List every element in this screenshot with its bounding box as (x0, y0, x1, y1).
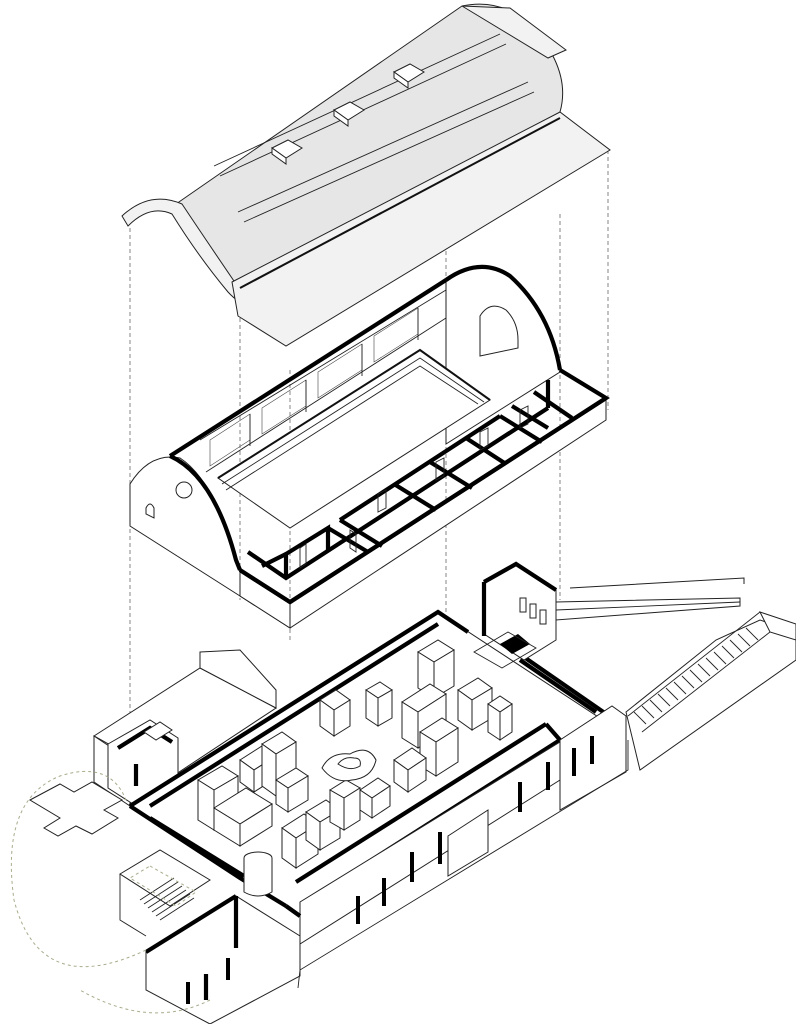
vaulted-roof (121, 3, 611, 347)
entrance-stair-dark (500, 634, 530, 654)
main-hall-front-wall (294, 722, 548, 884)
upper-back-wall (168, 278, 448, 458)
stair-treads (633, 627, 759, 725)
arched-door (479, 305, 519, 357)
curved-garden-path (10, 770, 211, 1014)
exhibit-block (419, 717, 459, 777)
exhibit-block (275, 767, 309, 813)
cylinder-column (243, 851, 273, 897)
cross-shaped-terrace (28, 781, 123, 837)
access-bridge (555, 577, 745, 621)
ground-floor (93, 561, 629, 1024)
exhibit-block (365, 681, 393, 727)
wide-front-opening (447, 809, 489, 877)
main-hall-back-wall (128, 609, 470, 808)
exhibit-block (393, 747, 427, 793)
exhibit-block (329, 779, 361, 831)
left-wing-stair (119, 849, 211, 921)
roof-skylights (271, 63, 425, 165)
upper-floor (129, 264, 610, 629)
upper-doors (299, 405, 529, 569)
roof-eave-flange (231, 111, 611, 347)
exhibit-block (213, 787, 273, 847)
site-plinth (299, 740, 629, 971)
upper-front-wall (238, 368, 610, 605)
upper-back-windows (209, 307, 419, 467)
exhibit-block (319, 689, 351, 737)
exhibit-block (487, 695, 513, 741)
upper-room-partitions (261, 380, 574, 578)
exhibit-blocks (197, 639, 513, 897)
right-arch-section (444, 264, 563, 371)
oculus-window (175, 481, 193, 499)
left-arch-section (169, 454, 242, 571)
bridge-deck (555, 597, 741, 621)
roof-back-flange (461, 5, 567, 59)
lower-left-wing (145, 895, 301, 1024)
entrance-terrace (10, 770, 211, 1014)
hillside-stairs (625, 611, 796, 771)
